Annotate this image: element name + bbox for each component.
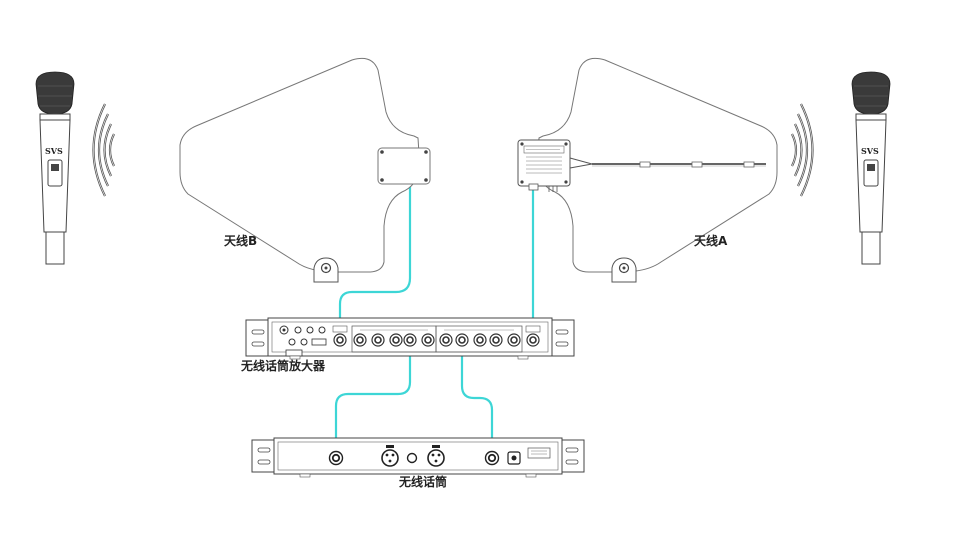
receiver-rack-ear-left — [251, 439, 277, 473]
antenna-a-paddle — [536, 57, 778, 273]
receiver-xlr-output-1 — [381, 445, 399, 467]
antenna-b — [179, 57, 431, 283]
cable-amplifier-to-receiver-left — [334, 346, 412, 452]
microphone-right: SVS — [851, 71, 891, 265]
antenna-b-clamp — [313, 257, 339, 283]
mic-right-switch — [863, 159, 879, 187]
receiver-chassis — [273, 437, 563, 475]
amplifier-outputs-a — [353, 333, 435, 347]
antenna-b-paddle — [179, 57, 421, 273]
microphone-left: SVS — [35, 71, 75, 265]
amplifier-aux-jacks — [279, 325, 327, 357]
amplifier-rack-unit — [245, 317, 575, 360]
cable-amplifier-to-receiver-right — [460, 346, 494, 452]
label-amplifier: 无线话筒放大器 — [240, 358, 326, 373]
receiver-xlr-output-2 — [427, 445, 445, 467]
receiver-rack-unit — [251, 437, 585, 478]
antenna-a-dipole-element — [569, 157, 766, 169]
amplifier-rack-ear-right — [549, 319, 575, 357]
cable-antenna-b-to-amplifier — [338, 184, 412, 330]
mic-left-switch — [47, 159, 63, 187]
antenna-a-splitter-module — [517, 139, 571, 192]
amplifier-outputs-b — [439, 333, 521, 347]
mic-right-brand: SVS — [861, 146, 879, 156]
mic-right-grille — [851, 71, 891, 115]
mic-left-grille — [35, 71, 75, 115]
receiver-antenna-input-left — [328, 450, 344, 466]
receiver-label-plate — [527, 447, 551, 459]
label-receiver: 无线话筒 — [398, 474, 447, 489]
label-antenna-b: 天线B — [224, 233, 257, 248]
mic-right-tail — [861, 231, 881, 265]
amplifier-antenna-b-input — [332, 325, 348, 347]
receiver-antenna-input-right — [484, 450, 500, 466]
amplifier-antenna-a-input — [525, 325, 541, 347]
antenna-a-clamp — [611, 257, 637, 283]
receiver-rack-ear-right — [559, 439, 585, 473]
label-antenna-a: 天线A — [694, 233, 728, 248]
receiver-jack-output — [406, 452, 418, 464]
sound-waves-right — [791, 103, 814, 197]
mic-left-brand: SVS — [45, 146, 63, 156]
amplifier-rack-ear-left — [245, 319, 271, 357]
antenna-a — [517, 57, 778, 283]
receiver-power-jack — [507, 451, 521, 465]
mic-left-tail — [45, 231, 65, 265]
sound-waves-left — [92, 103, 115, 197]
antenna-b-mount-plate — [377, 147, 431, 185]
